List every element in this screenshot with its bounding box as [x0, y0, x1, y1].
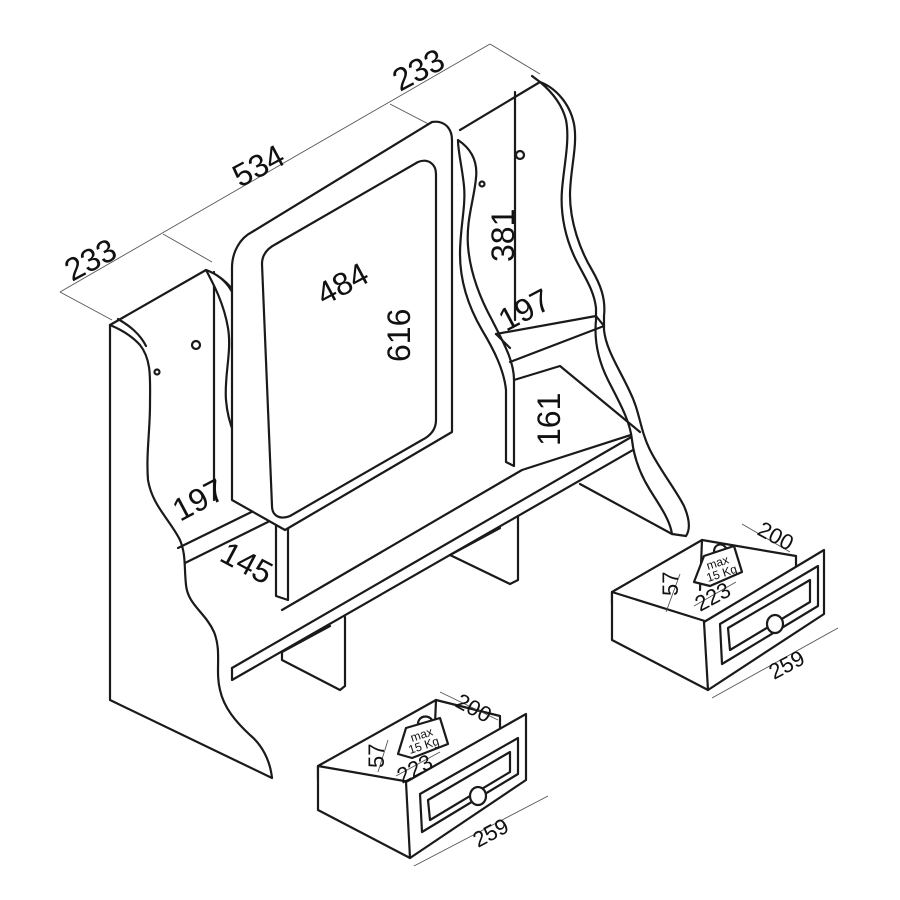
drawer-right-inner-width-line: [693, 581, 737, 607]
desk-divider-left-side: [280, 624, 332, 654]
desktop-front-edge: [230, 444, 642, 682]
right-upper-shelf: [494, 314, 606, 364]
drawer-left-left-wall: [316, 764, 412, 860]
desk-divider-left: [280, 615, 347, 692]
dim-right-depth: 233: [386, 41, 450, 98]
desktop-surface: [230, 430, 642, 670]
drawer-left-height-line: [377, 739, 389, 773]
dim-drawer-left-front-width: 259: [469, 813, 513, 852]
right-upper-shelf-edge: [494, 332, 512, 350]
drawer-right-front: [702, 548, 826, 692]
drawer-left-weight-handle: [416, 715, 434, 726]
drawer-right: max 15 Kg: [610, 523, 839, 699]
drawer-left-inner-width-line: [395, 751, 441, 777]
right-lower-compartment: [512, 364, 642, 434]
drawer-right-front-inset-inner: [726, 578, 812, 652]
desktop-back-edge: [280, 430, 642, 612]
right-tower-inner-side: [456, 138, 516, 468]
dim-left-depth: 233: [58, 231, 122, 288]
right-hinge-dot: [478, 180, 486, 188]
drawer-right-height-line: [665, 573, 681, 613]
drawer-left-weight-tag: [396, 716, 450, 760]
drawer-left-knob: [468, 785, 488, 807]
drawer-right-knob: [765, 613, 785, 635]
right-side-panel: [538, 80, 690, 538]
mirror-frame-inner: [260, 159, 438, 519]
drawer-right-weight-handle: [712, 543, 728, 554]
desk-divider-right-side: [448, 526, 502, 557]
left-hook: [190, 339, 202, 351]
drawer-left-front-inset-inner: [426, 750, 512, 822]
drawer-right-front-inset-outer: [718, 564, 820, 666]
dim-drawer-right-inner-height: 57: [658, 572, 683, 596]
drawer-left-depth-line: [439, 691, 499, 721]
dim-right-shelf-depth: 197: [492, 281, 556, 338]
left-side-panel-edge: [116, 317, 148, 348]
dim-center-width: 534: [226, 137, 290, 194]
left-hinge-dot: [153, 368, 161, 376]
desk-back-right: [578, 482, 674, 536]
drawer-left-front-inset-outer: [418, 736, 520, 834]
drawer-left-front-width-line: [413, 795, 549, 867]
dim-right-tower-height: 381: [485, 209, 521, 262]
dim-left-shelf-depth: 197: [166, 471, 230, 528]
top-dimension-lines: [59, 43, 541, 321]
right-hook: [514, 149, 526, 161]
drawer-right-weight-line1: max: [705, 553, 731, 573]
right-tower-back: [458, 80, 542, 132]
drawer-right-depth-line: [741, 523, 791, 553]
drawer-left-weight-line1: max: [409, 725, 435, 745]
drawer-right-weight-tag: [692, 544, 744, 588]
dim-right-lower-height: 161: [531, 393, 567, 446]
dim-mirror-height: 616: [381, 309, 417, 362]
desk-divider-right: [448, 514, 520, 586]
drawer-right-front-width-line: [711, 627, 839, 699]
dim-drawer-left-inner-height: 57: [364, 744, 389, 768]
dim-drawer-right-front-width: 259: [765, 645, 809, 684]
right-side-panel-top: [530, 74, 542, 84]
mirror-frame-outer: [230, 120, 454, 532]
left-side-panel: [108, 323, 274, 780]
drawer-left: max 15 Kg: [316, 691, 549, 867]
